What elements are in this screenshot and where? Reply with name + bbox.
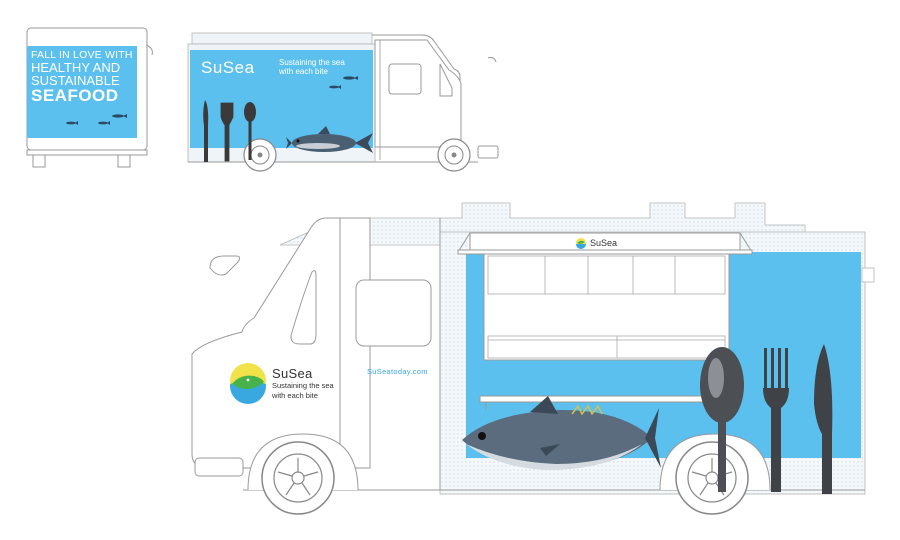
rear-blue-panel (27, 46, 137, 138)
rear-small-fish (66, 114, 127, 125)
spoon-icon (700, 347, 744, 492)
rear-view-truck (26, 27, 153, 168)
large-brand-name: SuSea (272, 366, 313, 381)
fork-icon (763, 348, 789, 492)
small-side-tagline: Sustaining the sea with each bite (279, 58, 345, 76)
large-tuna-fish (462, 396, 661, 470)
rear-line-4: SEAFOOD (31, 86, 119, 105)
rear-line-1: FALL IN LOVE WITH (31, 49, 133, 61)
small-side-view-truck (187, 32, 499, 172)
small-side-blue-panel (190, 50, 373, 148)
large-cutlery (700, 344, 833, 494)
small-front-wheel (437, 138, 471, 172)
website-link[interactable]: SuSeatoday.com (367, 367, 428, 376)
small-tuna-fish (286, 126, 373, 153)
large-tagline: Sustaining the sea with each bite (272, 381, 334, 401)
small-tagline-line-1: Sustaining the sea (279, 58, 345, 67)
small-side-brand-name: SuSea (201, 58, 255, 77)
large-tagline-line-2: with each bite (272, 391, 318, 400)
awning-brand-name: SuSea (590, 238, 618, 248)
small-rear-wheel (243, 138, 277, 172)
rear-line-3: SUSTAINABLE (31, 73, 120, 88)
large-front-wheel (261, 441, 335, 515)
large-rear-wheel (675, 441, 749, 515)
small-cutlery (203, 100, 256, 162)
counter-shelf (479, 395, 726, 403)
service-window (483, 251, 730, 361)
large-tagline-line-1: Sustaining the sea (272, 381, 334, 390)
rear-line-2: HEALTHY AND (31, 60, 121, 75)
small-side-little-fish (329, 76, 358, 89)
rear-panel-text: FALL IN LOVE WITH HEALTHY AND SUSTAINABL… (31, 50, 135, 105)
knife-icon (814, 344, 833, 494)
small-tagline-line-2: with each bite (279, 67, 328, 76)
susea-logo (230, 363, 266, 404)
awning-logo-icon (576, 238, 586, 249)
awning (457, 232, 753, 255)
large-side-view-truck (191, 202, 875, 515)
